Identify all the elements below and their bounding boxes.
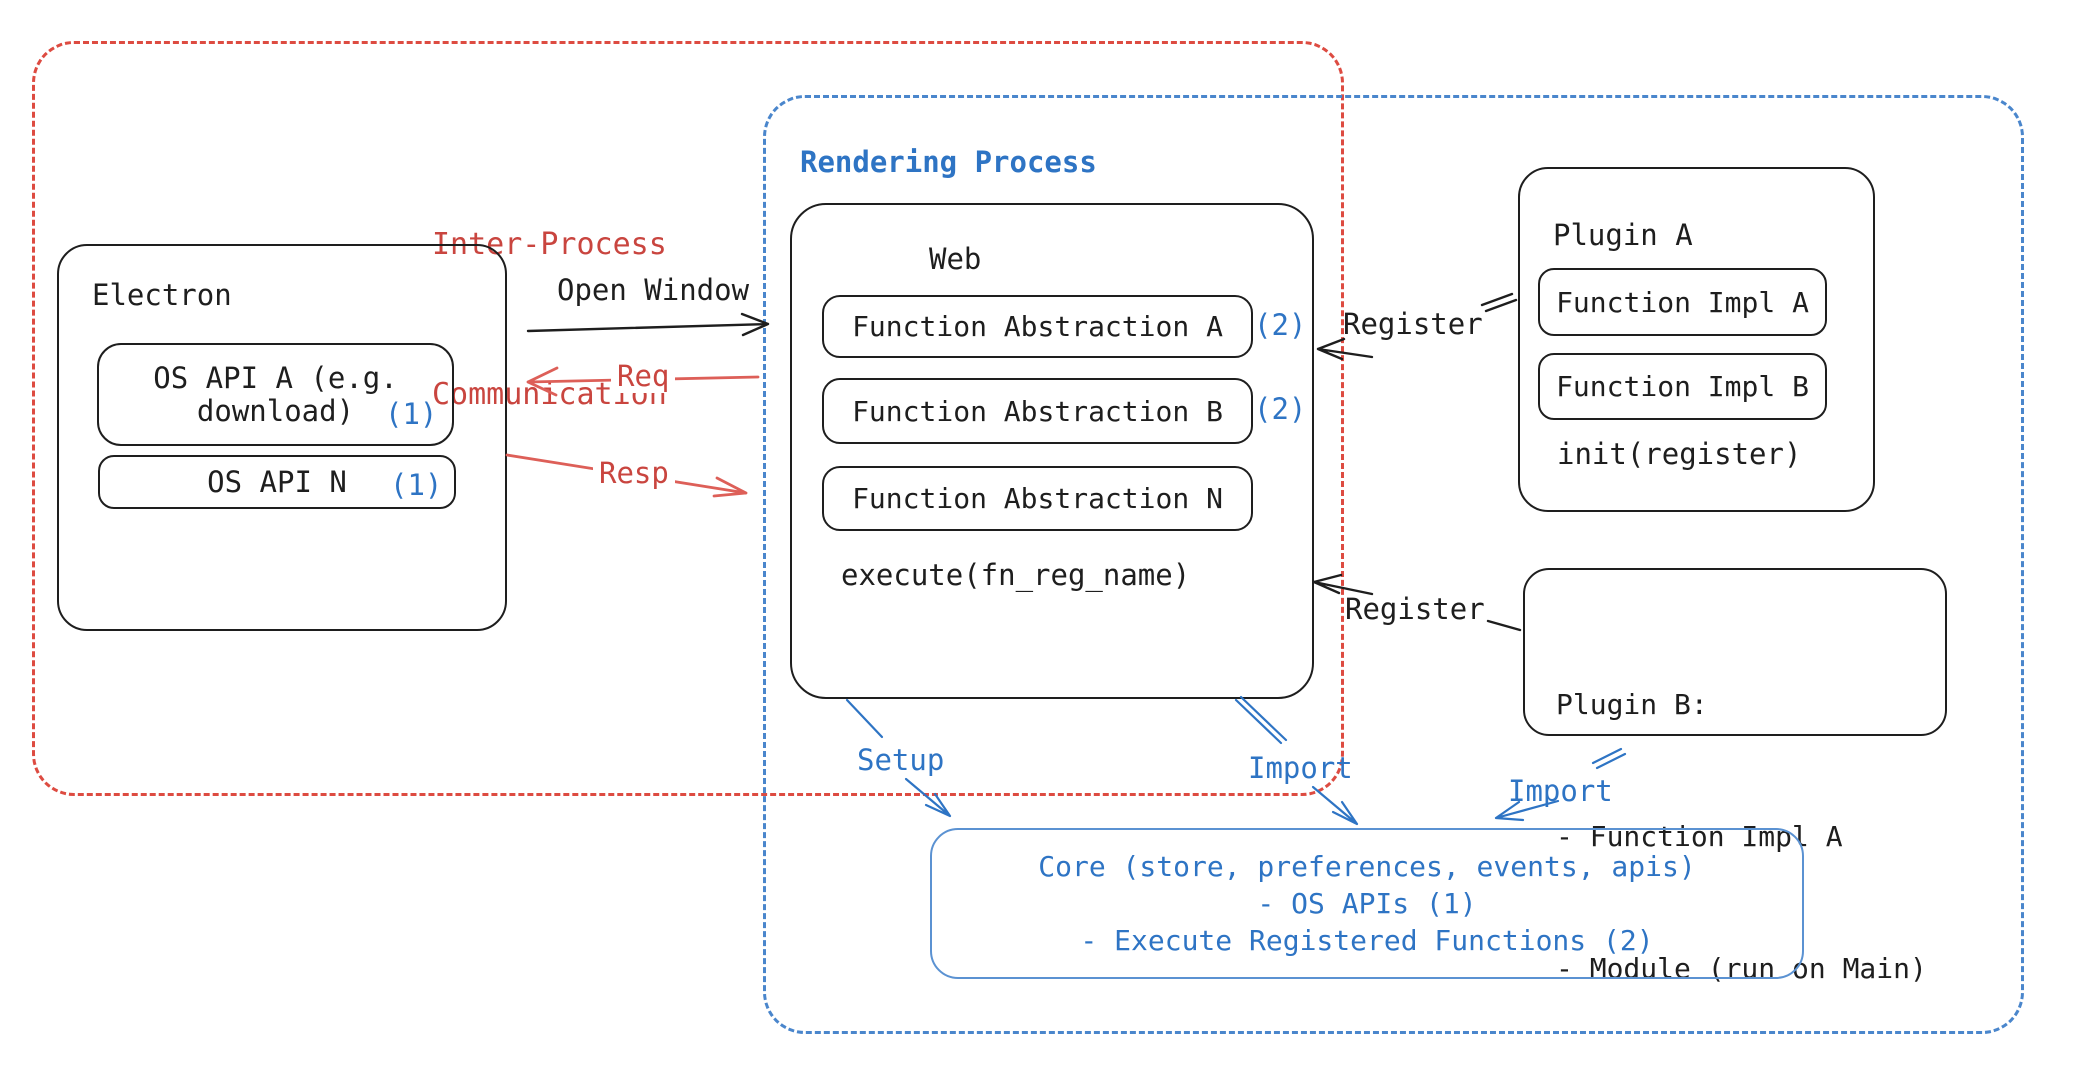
resp-label: Resp (593, 456, 675, 490)
rendering-process-boundary (763, 95, 2024, 1034)
function-abstraction-a-label: Function Abstraction A (852, 310, 1223, 343)
core-box: Core (store, preferences, events, apis) … (930, 828, 1804, 979)
import-plugin-b-label: Import (1508, 774, 1613, 808)
function-abstraction-b-box: Function Abstraction B (822, 378, 1253, 444)
function-impl-b-label: Function Impl B (1556, 370, 1809, 403)
electron-title: Electron (92, 278, 232, 312)
function-abstraction-a-badge: (2) (1254, 308, 1307, 342)
req-label: Req (611, 359, 676, 393)
core-line-3: - Execute Registered Functions (2) (1080, 924, 1654, 957)
function-abstraction-a-box: Function Abstraction A (822, 295, 1253, 358)
function-impl-a-label: Function Impl A (1556, 285, 1809, 319)
os-api-a-label: OS API A (e.g. download) (99, 345, 452, 444)
os-api-a-line1: OS API A (e.g. (153, 360, 398, 395)
register-plugin-a-label: Register (1343, 307, 1483, 341)
register-plugin-b-label: Register (1345, 592, 1485, 626)
electron-box (57, 244, 507, 631)
plugin-b-box (1523, 568, 1947, 736)
rendering-process-label: Rendering Process (800, 145, 1097, 179)
plugin-a-box (1518, 167, 1875, 512)
web-title: Web (929, 242, 982, 276)
function-abstraction-n-label: Function Abstraction N (852, 482, 1223, 515)
function-abstraction-n-box: Function Abstraction N (822, 466, 1253, 531)
os-api-a-box: OS API A (e.g. download) (1) (97, 343, 454, 446)
os-api-n-label: OS API N (207, 465, 347, 499)
init-register-label: init(register) (1557, 437, 1802, 471)
core-line-1: Core (store, preferences, events, apis) (1038, 850, 1696, 883)
function-impl-b-box: Function Impl B (1538, 353, 1827, 420)
os-api-n-badge: (1) (390, 468, 443, 502)
ipc-boundary (32, 41, 1344, 796)
os-api-a-badge: (1) (385, 397, 438, 431)
import-web-label: Import (1248, 751, 1353, 785)
core-line-2: - OS APIs (1) (1257, 887, 1477, 920)
execute-label: execute(fn_reg_name) (841, 558, 1191, 592)
open-window-label: Open Window (557, 273, 750, 307)
plugin-b-item-1: - Function Impl A (1556, 820, 1843, 853)
plugin-b-title: Plugin B: (1556, 688, 1708, 721)
function-impl-a-box: Function Impl A (1538, 268, 1827, 336)
function-abstraction-b-badge: (2) (1254, 392, 1307, 426)
os-api-a-line2: download) (196, 393, 355, 428)
os-api-n-box: OS API N (1) (98, 455, 456, 509)
function-abstraction-b-label: Function Abstraction B (852, 394, 1223, 428)
plugin-b-content: Plugin B: - Function Impl A - Module (ru… (1556, 595, 1927, 1035)
plugin-a-title: Plugin A (1553, 218, 1693, 252)
web-box (790, 203, 1314, 699)
setup-label: Setup (857, 743, 945, 777)
